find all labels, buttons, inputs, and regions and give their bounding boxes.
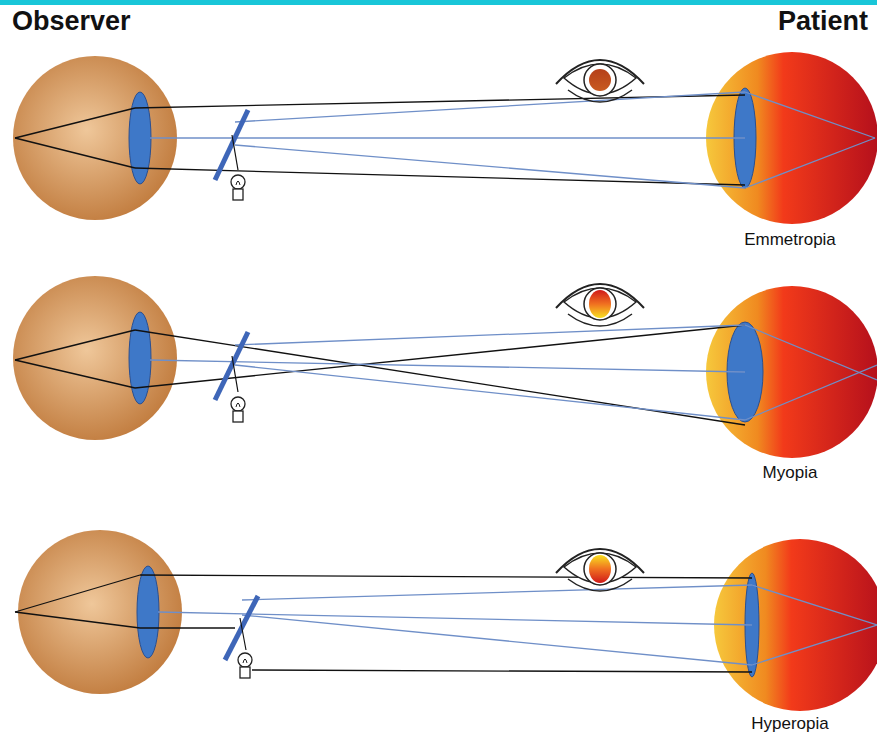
- observer-heading: Observer: [12, 6, 131, 37]
- condition-label: Hyperopia: [751, 714, 829, 734]
- condition-label: Emmetropia: [744, 230, 836, 250]
- condition-label: Myopia: [763, 463, 818, 483]
- patient-heading: Patient: [778, 6, 868, 37]
